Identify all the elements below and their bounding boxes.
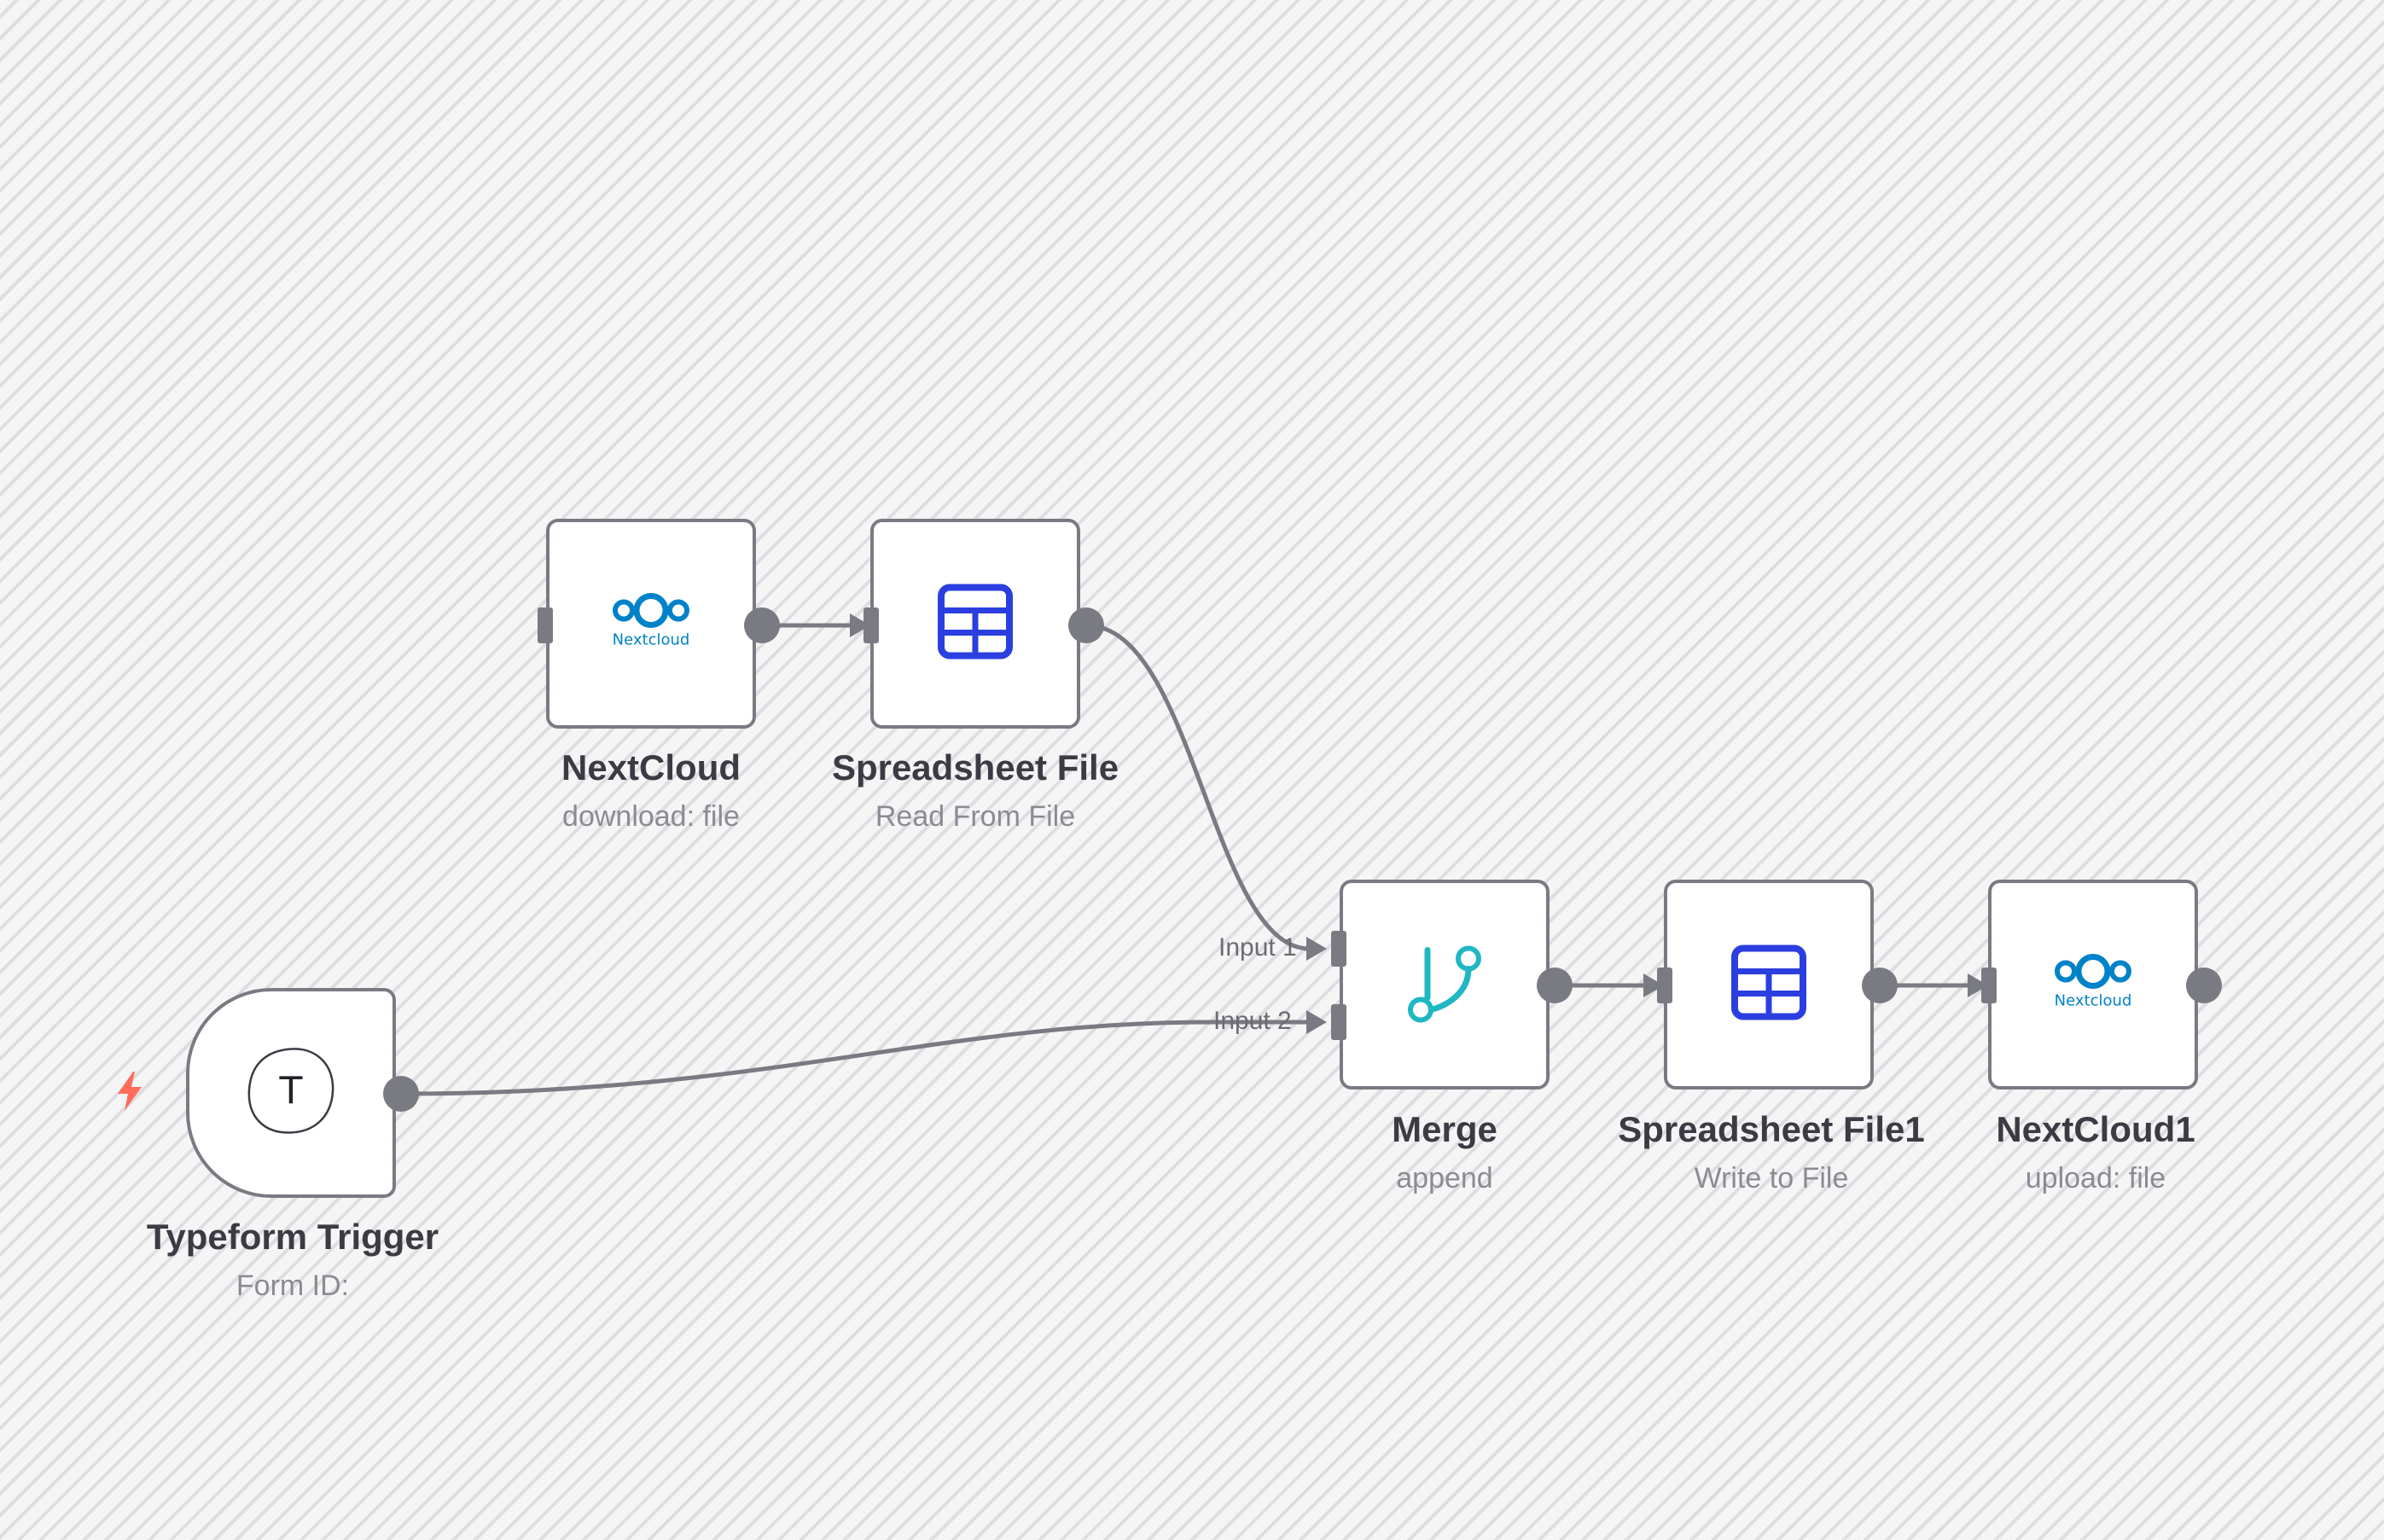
input-1-label: Input 1 [1218, 933, 1297, 962]
connection-arrowhead [1968, 973, 1988, 997]
output-handle[interactable] [2186, 968, 2222, 1003]
trigger-bolt-icon [113, 1070, 147, 1117]
node-spreadsheet-file1[interactable] [1664, 880, 1874, 1090]
node-title: Spreadsheet File [831, 747, 1119, 787]
input-handle[interactable] [1981, 968, 1997, 1003]
output-handle[interactable] [744, 607, 780, 643]
node-nextcloud1[interactable]: Nextcloud [1988, 880, 2198, 1090]
node-nextcloud[interactable]: Nextcloud [546, 519, 756, 729]
connection-typeform-to-merge[interactable] [400, 1020, 1310, 1096]
node-title: Merge [1392, 1109, 1497, 1149]
connection-arrowhead [1643, 973, 1664, 997]
node-subtitle: Read From File [875, 800, 1076, 833]
input-handle[interactable] [538, 607, 553, 643]
nextcloud-icon: Nextcloud [604, 592, 698, 656]
svg-text:Nextcloud: Nextcloud [2055, 992, 2132, 1010]
input-handle[interactable] [863, 607, 879, 643]
table-grid-icon [937, 584, 1014, 665]
node-subtitle: Write to File [1694, 1162, 1849, 1194]
output-handle[interactable] [1862, 968, 1898, 1003]
input-2-label: Input 2 [1213, 1007, 1292, 1035]
input-2-handle[interactable] [1331, 1004, 1346, 1040]
output-handle[interactable] [1537, 968, 1573, 1003]
node-subtitle: append [1396, 1162, 1493, 1194]
output-handle[interactable] [1068, 607, 1104, 643]
svg-text:Nextcloud: Nextcloud [613, 631, 690, 649]
node-typeform-trigger[interactable]: T [186, 988, 396, 1198]
node-spreadsheet-file[interactable] [870, 519, 1080, 729]
node-merge[interactable] [1340, 880, 1550, 1090]
nextcloud-icon: Nextcloud [2046, 953, 2140, 1017]
node-subtitle: upload: file [2025, 1162, 2166, 1194]
connection-arrowhead [850, 613, 870, 637]
node-subtitle: Form ID: [235, 1270, 350, 1302]
svg-text:T: T [279, 1070, 303, 1113]
connection-arrowhead [1306, 1010, 1327, 1034]
node-title: Spreadsheet File1 [1618, 1109, 1925, 1149]
typeform-icon: T [244, 1044, 338, 1142]
input-1-handle[interactable] [1331, 931, 1346, 967]
table-grid-icon [1730, 944, 1807, 1026]
node-title: NextCloud [561, 747, 741, 787]
node-title: NextCloud1 [1996, 1109, 2195, 1149]
input-handle[interactable] [1657, 968, 1672, 1003]
node-title: Typeform Trigger [146, 1217, 439, 1257]
output-handle[interactable] [383, 1076, 419, 1112]
node-subtitle: download: file [562, 800, 740, 833]
connection-arrowhead [1306, 937, 1327, 961]
merge-branch-icon [1402, 940, 1487, 1030]
connection-spreadsheet-to-merge[interactable] [1085, 623, 1311, 951]
